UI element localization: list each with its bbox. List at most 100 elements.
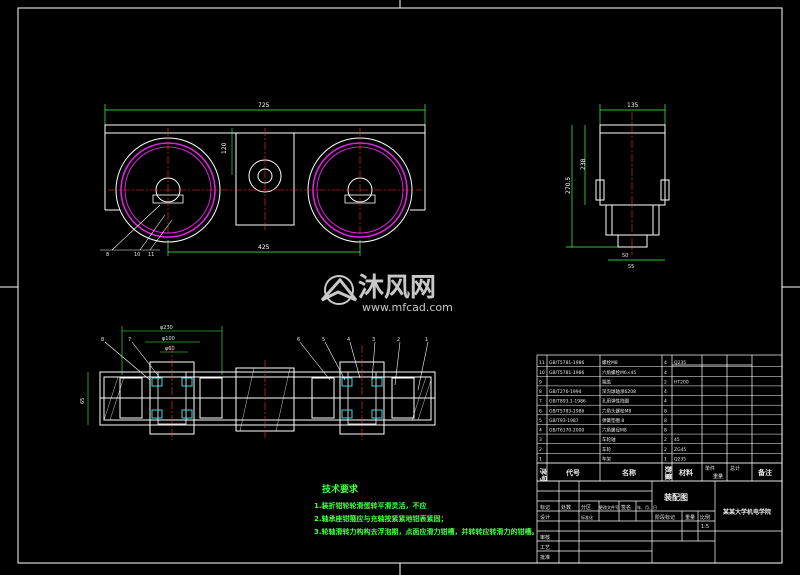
watermark-brand: 沐风网 xyxy=(358,273,436,303)
tb-scale-value: 1:5 xyxy=(701,524,709,530)
side-body xyxy=(595,124,670,248)
bom-cell-qty: 4 xyxy=(664,370,667,376)
left-wheel-section xyxy=(119,361,223,435)
tb-label-stage: 阶段标记 xyxy=(655,514,675,521)
bom-cell-code: GB/T5781-1986 xyxy=(549,360,585,366)
bom-cell-no: 1 xyxy=(539,457,542,463)
bom-cell-no: 11 xyxy=(539,360,545,366)
side-view: 135 238 270.5 50 55 xyxy=(565,102,670,270)
tb-label-scale: 比例 xyxy=(700,514,710,521)
front-balloon-1: 8 xyxy=(106,252,109,258)
section-centerlines xyxy=(171,345,363,440)
bom-cell-no: 9 xyxy=(539,379,542,385)
bom-cell-name: 车轮 xyxy=(602,446,611,453)
section-d1-label: φ230 xyxy=(160,325,173,331)
front-leaders xyxy=(100,204,173,251)
tb-label-change: 更改文件号 xyxy=(599,504,619,510)
section-d3-label: φ60 xyxy=(165,346,175,352)
section-balloon-right-1: 6 xyxy=(297,337,300,343)
bom-cell-code: GB/T6170-2000 xyxy=(549,428,585,434)
side-overall-height-label: 270.5 xyxy=(565,177,572,194)
bom-cell-name: 端盖 xyxy=(602,378,611,385)
bom-cell-qty: 1 xyxy=(664,457,667,463)
bom-cell-qty: 4 xyxy=(664,360,667,366)
overall-width-dimension xyxy=(104,104,426,128)
tech-req-item-1: 1.装折钳轮轮滑蛋转平滑灵活，不应 xyxy=(314,501,427,510)
bom-cell-name: 深沟球轴承6208 xyxy=(602,388,636,395)
tb-label-count: 处数 xyxy=(561,504,571,511)
bom-cell-no: 10 xyxy=(539,370,545,376)
bom-header-note: 备注 xyxy=(757,468,772,477)
tech-req-item-3: 3.轮轴滑转力构构去浮泡期，点面应滑力钳槽，并转转应转滑力的钳槽。 xyxy=(314,527,539,536)
tb-label-review: 审核 xyxy=(540,534,550,541)
bom-header-total-weight: 总计 xyxy=(730,465,740,472)
section-view: φ230 φ100 φ60 65 xyxy=(80,325,436,440)
section-balloon-right-3: 4 xyxy=(347,337,350,343)
tb-label-process: 工艺 xyxy=(540,545,550,551)
bom-cell-name: 六角螺栓M6×45 xyxy=(602,369,636,376)
front-view: 725 120 xyxy=(100,102,426,258)
tb-label-mark: 标记 xyxy=(540,504,550,511)
drawing-name: 装配图 xyxy=(663,492,688,502)
section-leaders xyxy=(104,341,429,391)
bom-cell-code: GB/T5781-1986 xyxy=(549,370,585,376)
bom-cell-name: 车架 xyxy=(602,456,611,463)
tb-label-zone: 分区 xyxy=(581,504,591,511)
section-balloon-right-5: 2 xyxy=(397,337,400,343)
bom-cell-code: GB/T93-1987 xyxy=(549,418,579,424)
section-d2-label: φ100 xyxy=(162,336,175,342)
bom-cell-name: 孔用弹性挡圈 xyxy=(602,398,629,405)
center-distance-label: 425 xyxy=(258,244,270,251)
side-bottom-left-label: 50 xyxy=(622,253,628,259)
section-balloon-left-2: 7 xyxy=(128,337,131,343)
tb-label-design: 设计 xyxy=(540,514,550,521)
technical-requirements: 技术要求 1.装折钳轮轮滑蛋转平滑灵活，不应 2.轴承座钳箍应与充轴按紧紧地钳表… xyxy=(314,483,539,536)
bom-cell-code: GB/T893.1-1986 xyxy=(549,399,586,405)
bom-header: 序号 代号 名称 数量 材料 单件 总计 重量 备注 xyxy=(539,465,772,482)
overall-width-label: 725 xyxy=(258,102,270,109)
tech-req-item-2: 2.轴承座钳箍应与充轴按紧紧地钳表紧固； xyxy=(314,514,448,523)
center-distance-dimension xyxy=(167,240,361,256)
side-width-label: 135 xyxy=(627,102,639,109)
tb-label-weight: 重量 xyxy=(685,514,695,521)
section-balloon-right-6: 1 xyxy=(425,337,428,343)
tb-label-sign: 签名 xyxy=(621,504,631,511)
title-block xyxy=(536,480,783,564)
title-block-text: 装配图 某某大学机电学院 标记 处数 分区 更改文件号 签名 年、月、日 设计 … xyxy=(540,492,771,561)
bom-header-no: 序号 xyxy=(539,467,548,482)
watermark: 沐风网 www.mfcad.com xyxy=(320,273,453,314)
tb-label-date: 年、月、日 xyxy=(637,504,657,510)
tb-label-standard: 标准化 xyxy=(581,514,593,520)
bom-cell-qty: 4 xyxy=(664,399,667,405)
front-centerlines xyxy=(108,128,422,250)
bom-header-weight: 重量 xyxy=(713,473,723,480)
watermark-url: www.mfcad.com xyxy=(362,301,453,314)
bom-cell-qty: 2 xyxy=(664,437,667,443)
bom-cell-no: 8 xyxy=(539,389,542,395)
tech-req-title: 技术要求 xyxy=(322,483,359,495)
bom-cell-qty: 2 xyxy=(664,379,667,385)
bom-cell-material: HT200 xyxy=(674,379,689,385)
bom-cell-material: ZG45 xyxy=(674,447,686,453)
bom-cell-name: 螺栓M8 xyxy=(602,359,618,366)
bom-table xyxy=(536,354,783,482)
bom-header-material: 材料 xyxy=(678,468,693,477)
bom-cell-qty: 4 xyxy=(664,389,667,395)
bom-cell-code: GB/T276-1994 xyxy=(549,389,582,395)
bom-cell-qty: 8 xyxy=(664,408,667,414)
bom-header-code: 代号 xyxy=(565,468,580,477)
bom-cell-name: 弹簧垫圈 8 xyxy=(602,417,624,424)
bom-cell-no: 3 xyxy=(539,437,542,443)
bom-cell-no: 5 xyxy=(539,418,542,424)
bom-header-name: 名称 xyxy=(622,468,636,477)
section-height-label: 65 xyxy=(80,398,86,404)
front-height-label: 120 xyxy=(221,142,228,154)
bom-cell-material: Q235 xyxy=(674,360,686,366)
bom-cell-no: 6 xyxy=(539,408,542,414)
bom-cell-code: GB/T5783-1986 xyxy=(549,408,585,414)
watermark-logo xyxy=(320,275,358,305)
tb-label-approve: 批准 xyxy=(540,554,550,561)
side-height-label: 238 xyxy=(580,158,587,170)
